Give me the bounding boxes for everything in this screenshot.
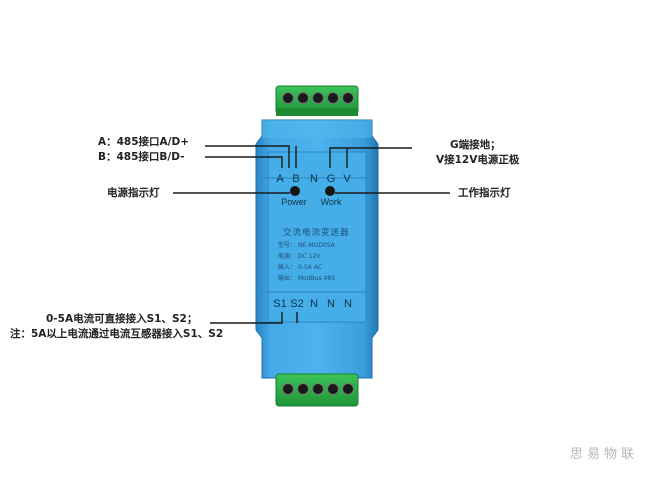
annotation-s-note: 注：5A以上电流通过电流互感器接入S1、S2: [10, 328, 224, 340]
annotation-g-terminal: G端接地；: [450, 139, 501, 151]
terminal-label-s2: S2: [290, 298, 303, 310]
terminal-label-n1: N: [310, 298, 318, 310]
leader-lines: [173, 145, 450, 324]
device-title: 交流电流变送器: [283, 227, 350, 238]
spec-key-output: 输出：: [278, 274, 296, 282]
spec-val-model: NE-MOD05A: [298, 242, 336, 249]
annotation-v-terminal: V接12V电源正极: [436, 154, 520, 166]
terminal-label-v: V: [343, 173, 351, 185]
spec-val-input: 0-5A AC: [298, 264, 322, 271]
terminal-label-a: A: [276, 173, 284, 185]
watermark: 思易物联: [569, 447, 638, 462]
terminal-label-n: N: [310, 173, 318, 185]
terminal-label-s1: S1: [273, 298, 286, 310]
terminal-label-n3: N: [344, 298, 352, 310]
annotation-s-direct: 0-5A电流可直接接入S1、S2；: [46, 313, 198, 325]
annotation-work-led: 工作指示灯: [458, 187, 511, 199]
spec-key-input: 输入：: [278, 263, 296, 271]
spec-val-power: DC 12V: [298, 253, 321, 260]
annotation-power-led: 电源指示灯: [107, 187, 160, 199]
spec-val-output: ModBus 485: [298, 275, 335, 282]
annotation-terminal-a: A：485接口A/D+: [98, 136, 190, 148]
work-led-icon: [325, 186, 335, 196]
terminal-label-n2: N: [327, 298, 335, 310]
device-housing: [255, 119, 379, 379]
bottom-terminal-block: [275, 373, 359, 407]
power-led-label: Power: [281, 197, 307, 207]
top-terminal-block: [275, 85, 359, 116]
terminal-label-b: B: [292, 173, 299, 185]
spec-key-power: 电源：: [278, 252, 296, 260]
annotation-terminal-b: B：485接口B/D-: [98, 151, 185, 163]
work-led-label: Work: [321, 197, 342, 207]
power-led-icon: [290, 186, 300, 196]
terminal-label-g: G: [327, 173, 336, 185]
spec-key-model: 型号：: [278, 241, 296, 249]
